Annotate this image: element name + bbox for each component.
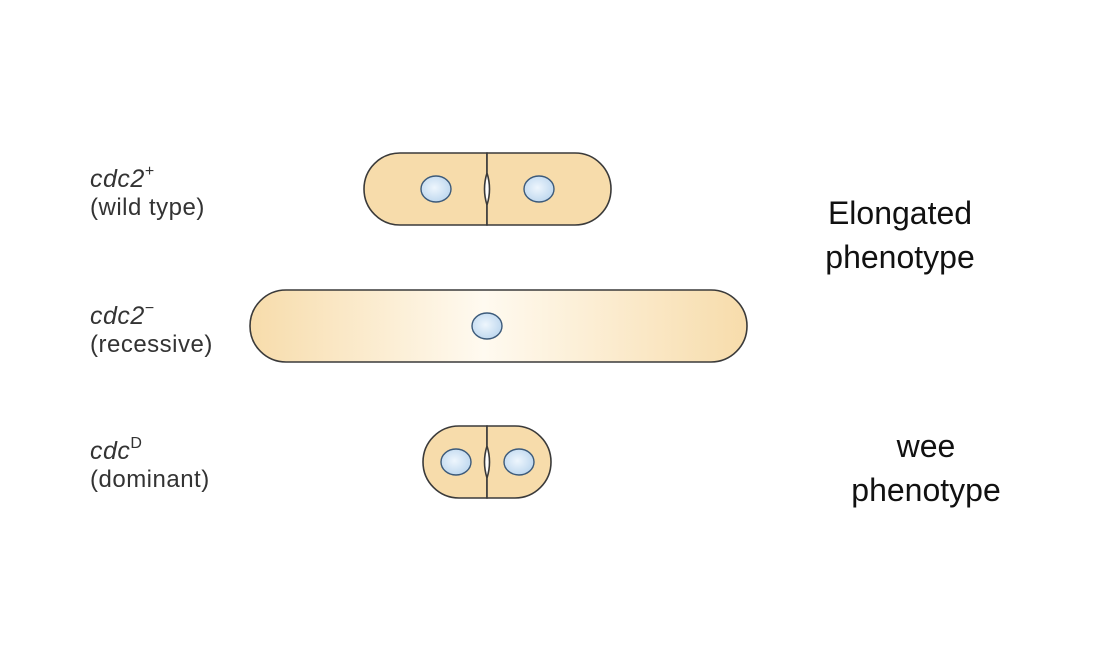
allele-superscript: D bbox=[130, 435, 143, 452]
recessive-cell bbox=[249, 289, 748, 363]
genotype-label-recessive: cdc2− (recessive) bbox=[90, 297, 213, 359]
gene-name: cdc2 bbox=[90, 165, 145, 193]
genotype-description: (dominant) bbox=[90, 466, 210, 493]
wild-type-cell bbox=[363, 152, 612, 226]
phenotype-line: Elongated bbox=[827, 195, 973, 231]
genotype-description: (recessive) bbox=[90, 331, 213, 358]
nucleus-icon bbox=[503, 448, 535, 476]
dominant-cell bbox=[422, 425, 552, 499]
gene-name: cdc2 bbox=[90, 302, 145, 330]
nucleus-icon bbox=[420, 175, 452, 203]
nucleus-icon bbox=[523, 175, 555, 203]
phenotype-line: phenotype bbox=[851, 472, 1001, 508]
genotype-label-dominant: cdcD (dominant) bbox=[90, 432, 210, 494]
phenotype-line: phenotype bbox=[825, 239, 975, 275]
phenotype-label-wee: wee phenotype bbox=[826, 424, 1026, 512]
phenotype-label-elongated: Elongated phenotype bbox=[800, 191, 1000, 279]
allele-superscript: − bbox=[144, 300, 155, 317]
allele-superscript: + bbox=[144, 163, 155, 180]
nucleus-icon bbox=[440, 448, 472, 476]
phenotype-line: wee bbox=[896, 428, 956, 464]
nucleus-icon bbox=[471, 312, 503, 340]
genotype-label-wild-type: cdc2+ (wild type) bbox=[90, 160, 205, 222]
genotype-description: (wild type) bbox=[90, 194, 205, 221]
gene-name: cdc bbox=[90, 437, 131, 465]
